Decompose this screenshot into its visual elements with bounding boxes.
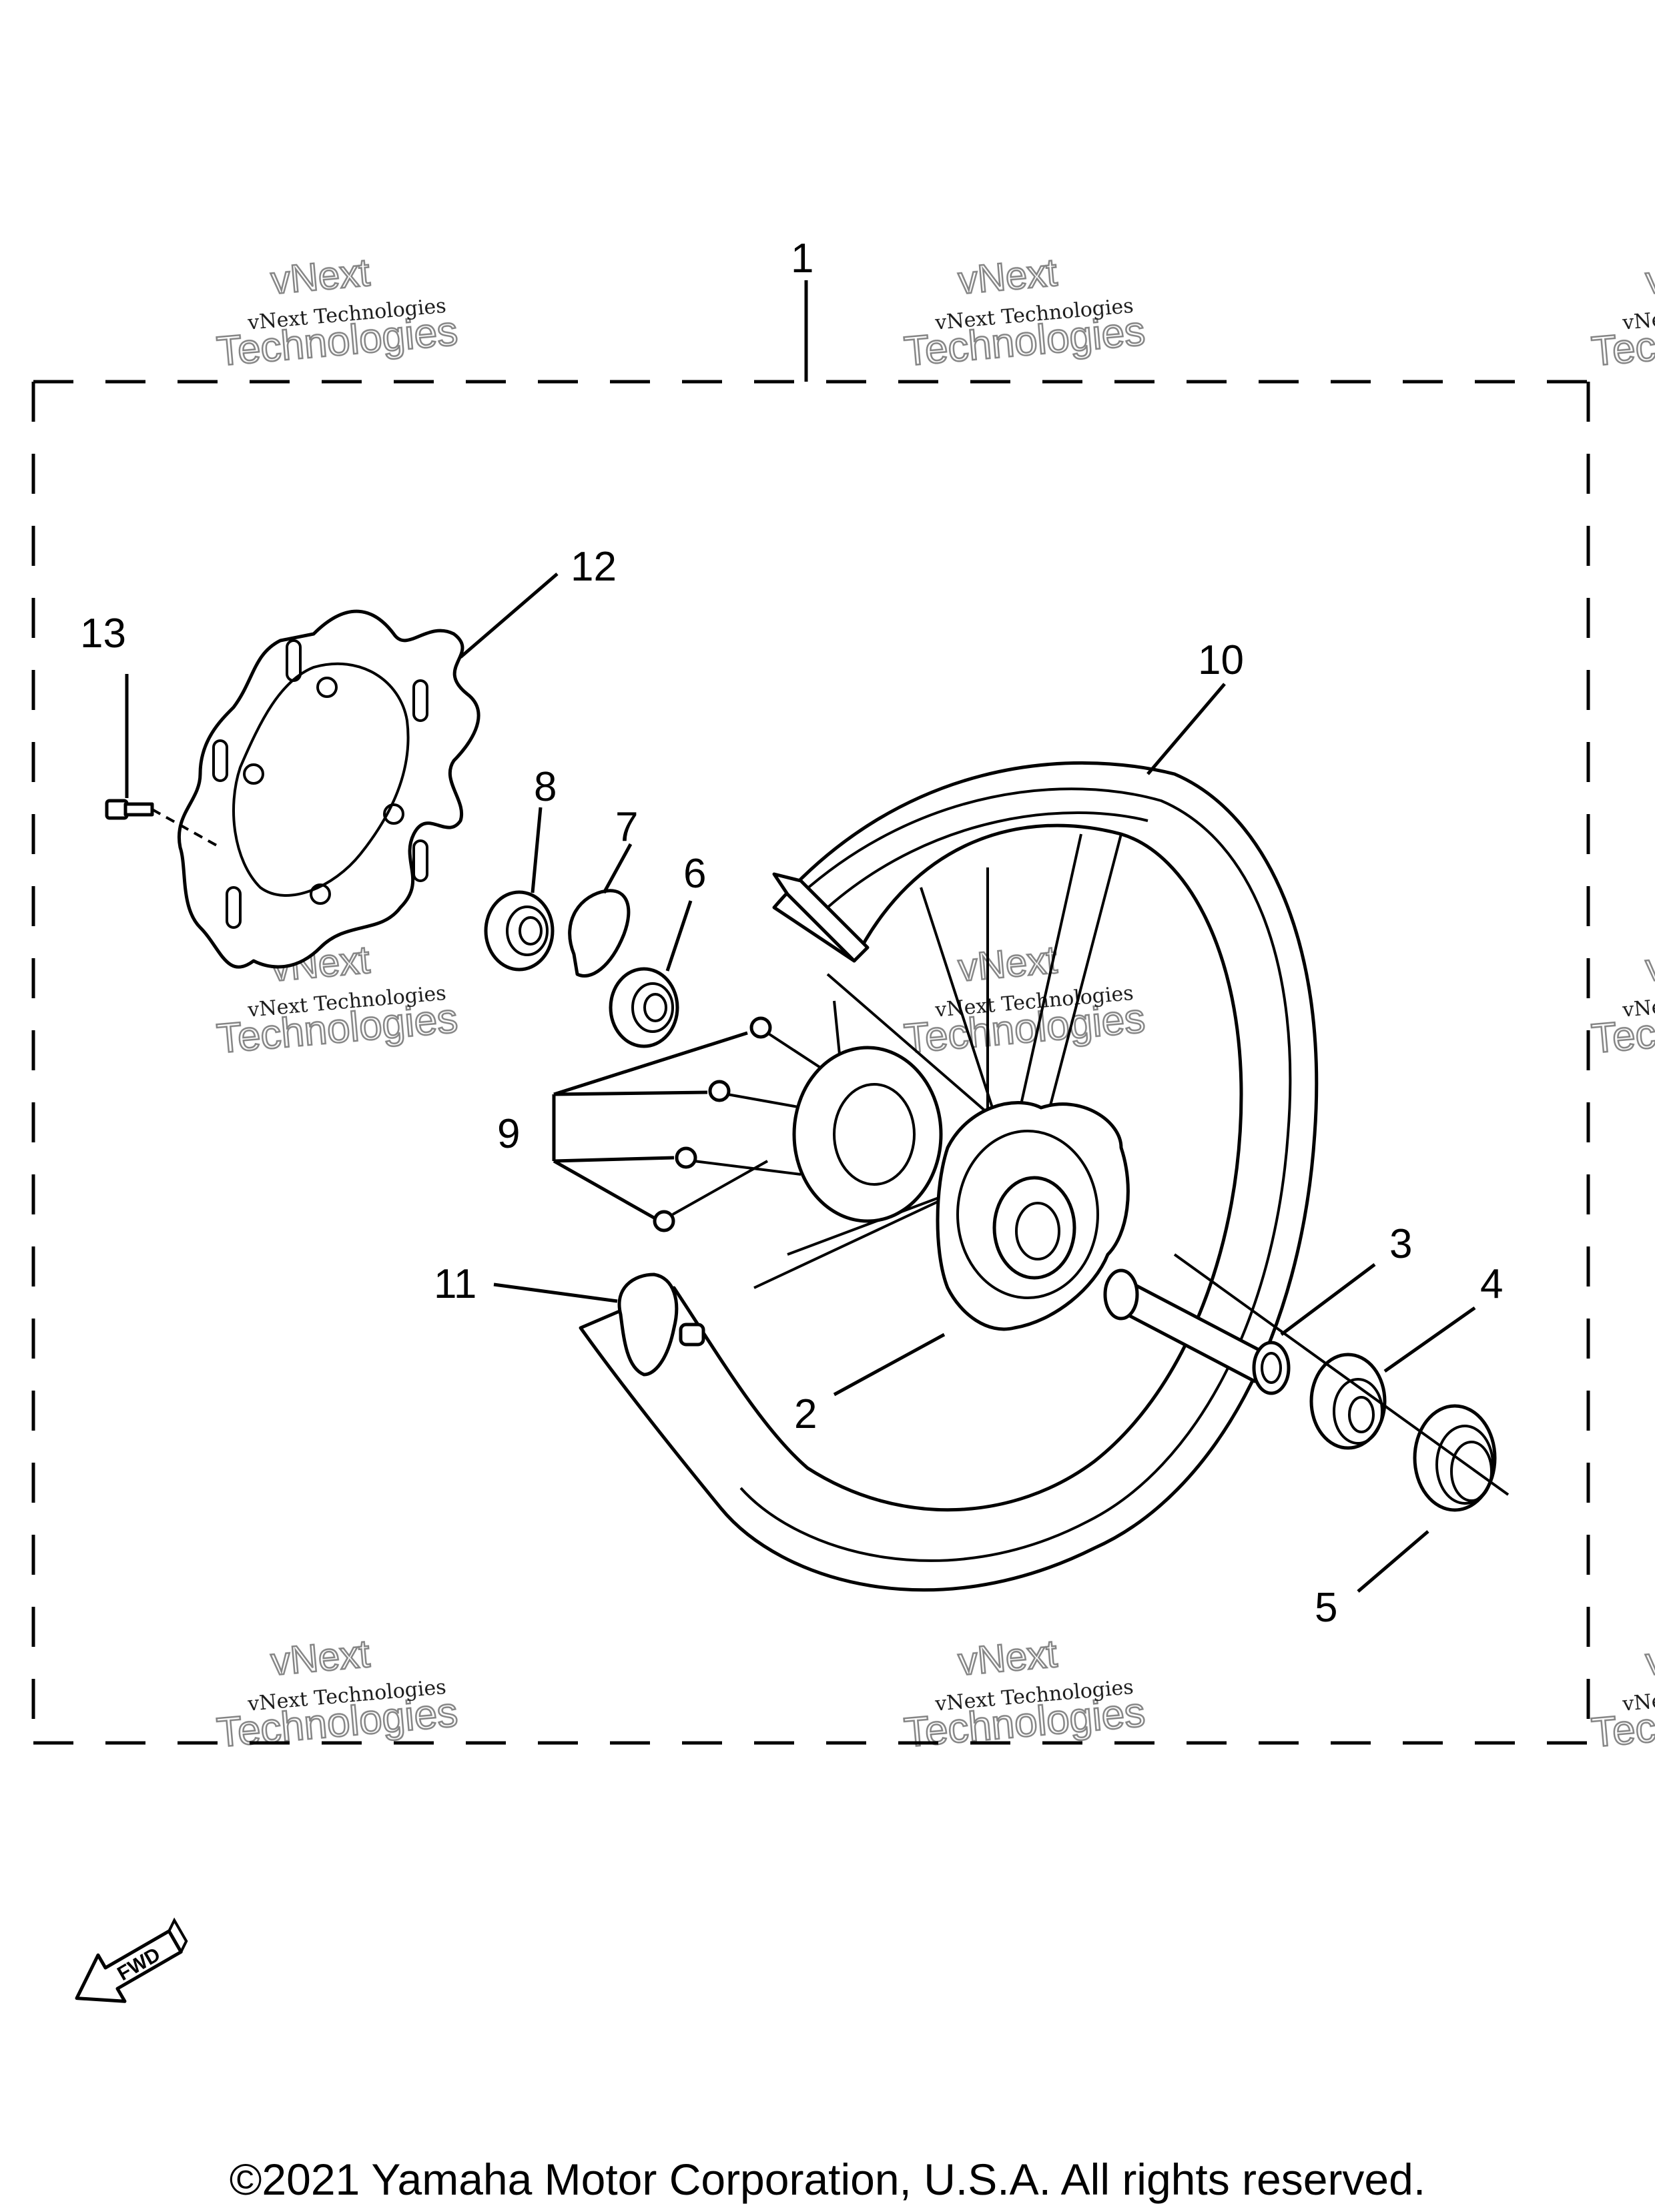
watermark: vNext Technologies vNext Technologies bbox=[1589, 938, 1655, 1064]
watermark: vNext Technologies vNext Technologies bbox=[1589, 1631, 1655, 1758]
callout-3: 3 bbox=[1389, 1221, 1412, 1267]
brake-disc bbox=[177, 609, 480, 969]
oil-seal bbox=[1173, 1253, 1510, 1593]
callout-8: 8 bbox=[534, 764, 557, 810]
left-bearing-stack bbox=[484, 807, 693, 1048]
leader-6 bbox=[665, 900, 693, 972]
leader-3 bbox=[1280, 1263, 1376, 1336]
watermark: vNext Technologies vNext Technologies bbox=[902, 1631, 1148, 1758]
callout-12: 12 bbox=[571, 544, 617, 590]
callout-7: 7 bbox=[615, 804, 638, 850]
watermark-big-1: vNext bbox=[956, 938, 1058, 990]
callout-5: 5 bbox=[1315, 1585, 1337, 1631]
callout-labels: 1 2 3 4 5 6 7 8 9 10 11 12 13 bbox=[80, 236, 1503, 1631]
watermark: vNext Technologies vNext Technologies bbox=[902, 938, 1148, 1064]
watermark: vNext Technologies vNext Technologies bbox=[214, 1631, 460, 1758]
callout-10: 10 bbox=[1198, 637, 1244, 683]
watermark-big-1: vNext bbox=[1644, 1632, 1655, 1684]
leader-11 bbox=[493, 1282, 618, 1303]
leader-7 bbox=[602, 843, 633, 894]
callout-9: 9 bbox=[497, 1111, 520, 1157]
watermark-big-1: vNext bbox=[269, 251, 371, 303]
disc-bolt bbox=[105, 674, 221, 849]
spoke-nipples bbox=[552, 1016, 842, 1232]
callout-4: 4 bbox=[1480, 1261, 1503, 1307]
leader-2 bbox=[833, 1333, 946, 1397]
hub-assembly bbox=[753, 833, 1130, 1397]
callout-1: 1 bbox=[791, 236, 813, 282]
watermark-big-1: vNext bbox=[1644, 938, 1655, 990]
forward-arrow-icon: FWD bbox=[75, 1917, 188, 2003]
callout-2: 2 bbox=[794, 1391, 817, 1437]
right-bearing bbox=[1309, 1306, 1476, 1450]
axle-collar bbox=[1103, 1263, 1376, 1395]
leader-12 bbox=[459, 573, 559, 659]
callout-11: 11 bbox=[434, 1261, 476, 1307]
watermark-big-1: vNext bbox=[269, 1632, 371, 1684]
rim bbox=[579, 683, 1319, 1592]
callout-6: 6 bbox=[683, 851, 706, 897]
watermark: vNext Technologies vNext Technologies bbox=[902, 250, 1148, 376]
assembly-boundary bbox=[31, 280, 1590, 1745]
watermark-big-1: vNext bbox=[956, 251, 1058, 303]
leader-8 bbox=[531, 807, 543, 893]
watermark: vNext Technologies vNext Technologies bbox=[214, 250, 460, 376]
watermark-big-1: vNext bbox=[1644, 251, 1655, 303]
watermark-big-1: vNext bbox=[956, 1632, 1058, 1684]
rim-band bbox=[493, 1272, 705, 1377]
watermark: vNext Technologies vNext Technologies bbox=[1589, 250, 1655, 376]
leader-10 bbox=[1146, 683, 1226, 775]
copyright-notice: ©2021 Yamaha Motor Corporation, U.S.A. A… bbox=[229, 2155, 1426, 2204]
leader-4 bbox=[1383, 1306, 1476, 1373]
callout-13: 13 bbox=[80, 611, 126, 657]
leader-5 bbox=[1357, 1530, 1429, 1593]
